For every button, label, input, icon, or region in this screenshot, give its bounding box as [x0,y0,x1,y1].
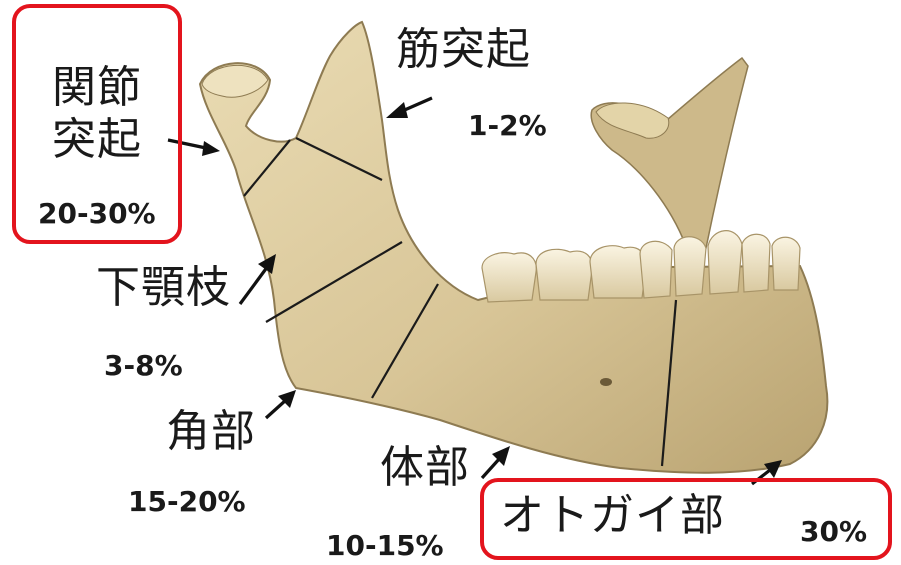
tooth-premolar-1 [674,237,706,296]
mental-foramen [600,378,612,386]
arrow-angle [266,390,296,418]
tooth-molar-3 [482,253,536,302]
far-ramus-shape [591,58,748,248]
tooth-canine [708,231,742,294]
tooth-molar-1 [590,246,646,298]
teeth [482,231,800,302]
tooth-molar-2 [536,249,592,300]
label-condylar-line1: 関節 [52,66,142,110]
pct-symphysis: 30% [800,518,867,546]
tooth-incisor-1 [772,237,800,290]
pct-angle: 15-20% [128,488,246,516]
label-angle: 角部 [166,410,256,454]
tooth-incisor-2 [742,234,770,292]
label-symphysis: オトガイ部 [500,494,725,538]
label-ramus: 下顎枝 [96,266,231,310]
label-coronoid: 筋突起 [396,28,531,72]
pct-ramus: 3-8% [104,352,183,380]
tooth-premolar-2 [640,241,672,298]
label-body: 体部 [380,446,470,490]
arrow-coronoid [386,98,432,118]
label-condylar-line2: 突起 [52,118,142,162]
pct-body: 10-15% [326,532,444,560]
pct-coronoid: 1-2% [468,112,547,140]
arrow-body [482,446,510,478]
pct-condylar: 20-30% [38,200,156,228]
